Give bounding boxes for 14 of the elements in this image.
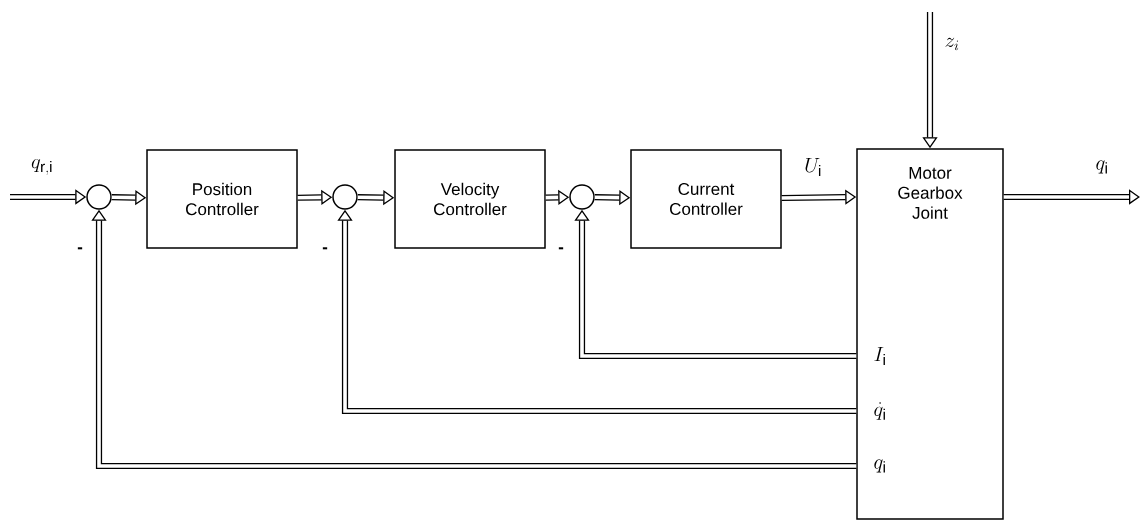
edge-label: $U_{\mathrm{i}}$ xyxy=(805,157,821,177)
minus-sign: - xyxy=(558,247,564,250)
edge-label: $q_{\mathrm{i}}$ xyxy=(874,459,885,473)
controller-box: Velocity Controller xyxy=(394,149,546,249)
edge-label: $I_{\mathrm{i}}$ xyxy=(874,346,885,366)
edge-label: $\dot{q}_{\mathrm{i}}$ xyxy=(874,402,885,420)
minus-sign: - xyxy=(77,247,83,250)
edge-label: $q_{\mathrm{i}}$ xyxy=(1096,160,1107,174)
edge-label: $q_{\mathrm{r,i}}$ xyxy=(31,158,52,175)
minus-sign: - xyxy=(322,247,328,250)
signal-arrow xyxy=(1003,189,1140,205)
controller-box: Current Controller xyxy=(630,149,782,249)
controller-box: Position Controller xyxy=(146,149,298,249)
edge-label: $z_{i}$ xyxy=(945,37,959,51)
